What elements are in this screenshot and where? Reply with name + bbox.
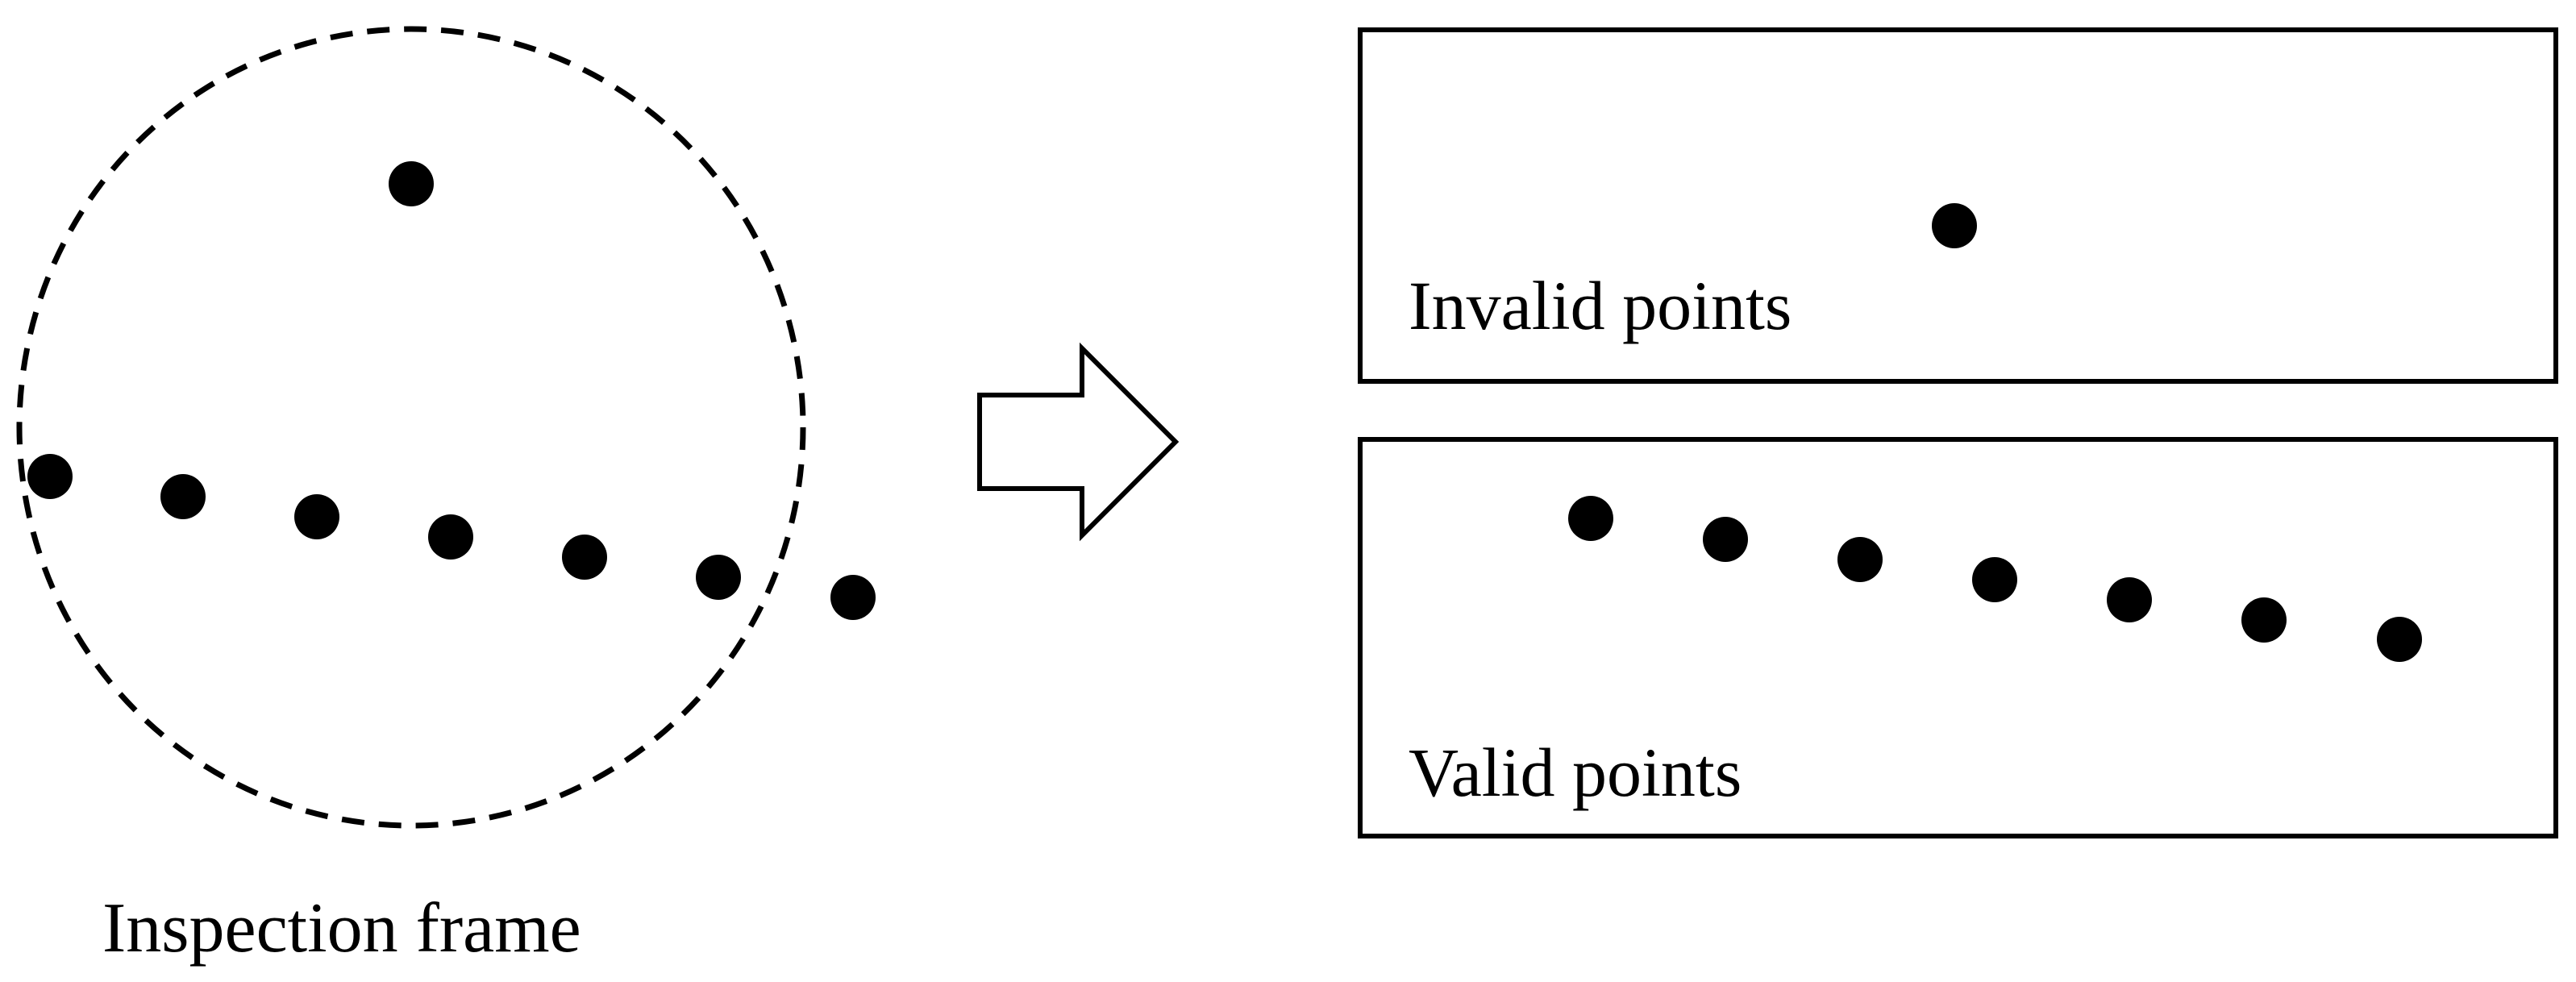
outlier-point [389,161,434,206]
point-5 [562,535,607,580]
point-1 [27,454,73,499]
point-4 [428,514,473,560]
invalid-point [1932,203,1977,248]
point-2 [160,474,206,519]
valid-point-6 [2241,597,2287,643]
valid-point-2 [1703,517,1748,562]
point-3 [294,494,339,539]
invalid-points-label: Invalid points [1409,267,1792,344]
point-row-left [27,454,876,620]
valid-points-box [1358,437,2558,838]
valid-point-row [1568,496,2422,662]
valid-points-label: Valid points [1409,734,1742,811]
inspection-frame-label: Inspection frame [102,889,581,967]
valid-point-5 [2107,577,2152,622]
point-6 [696,555,741,600]
point-7 [830,575,876,620]
valid-point-3 [1837,537,1883,582]
valid-point-7 [2377,617,2422,662]
valid-point-1 [1568,496,1613,541]
valid-point-4 [1972,557,2017,602]
inspection-frame-circle [16,26,806,829]
arrow-icon [977,342,1180,542]
invalid-points-box [1358,27,2558,384]
